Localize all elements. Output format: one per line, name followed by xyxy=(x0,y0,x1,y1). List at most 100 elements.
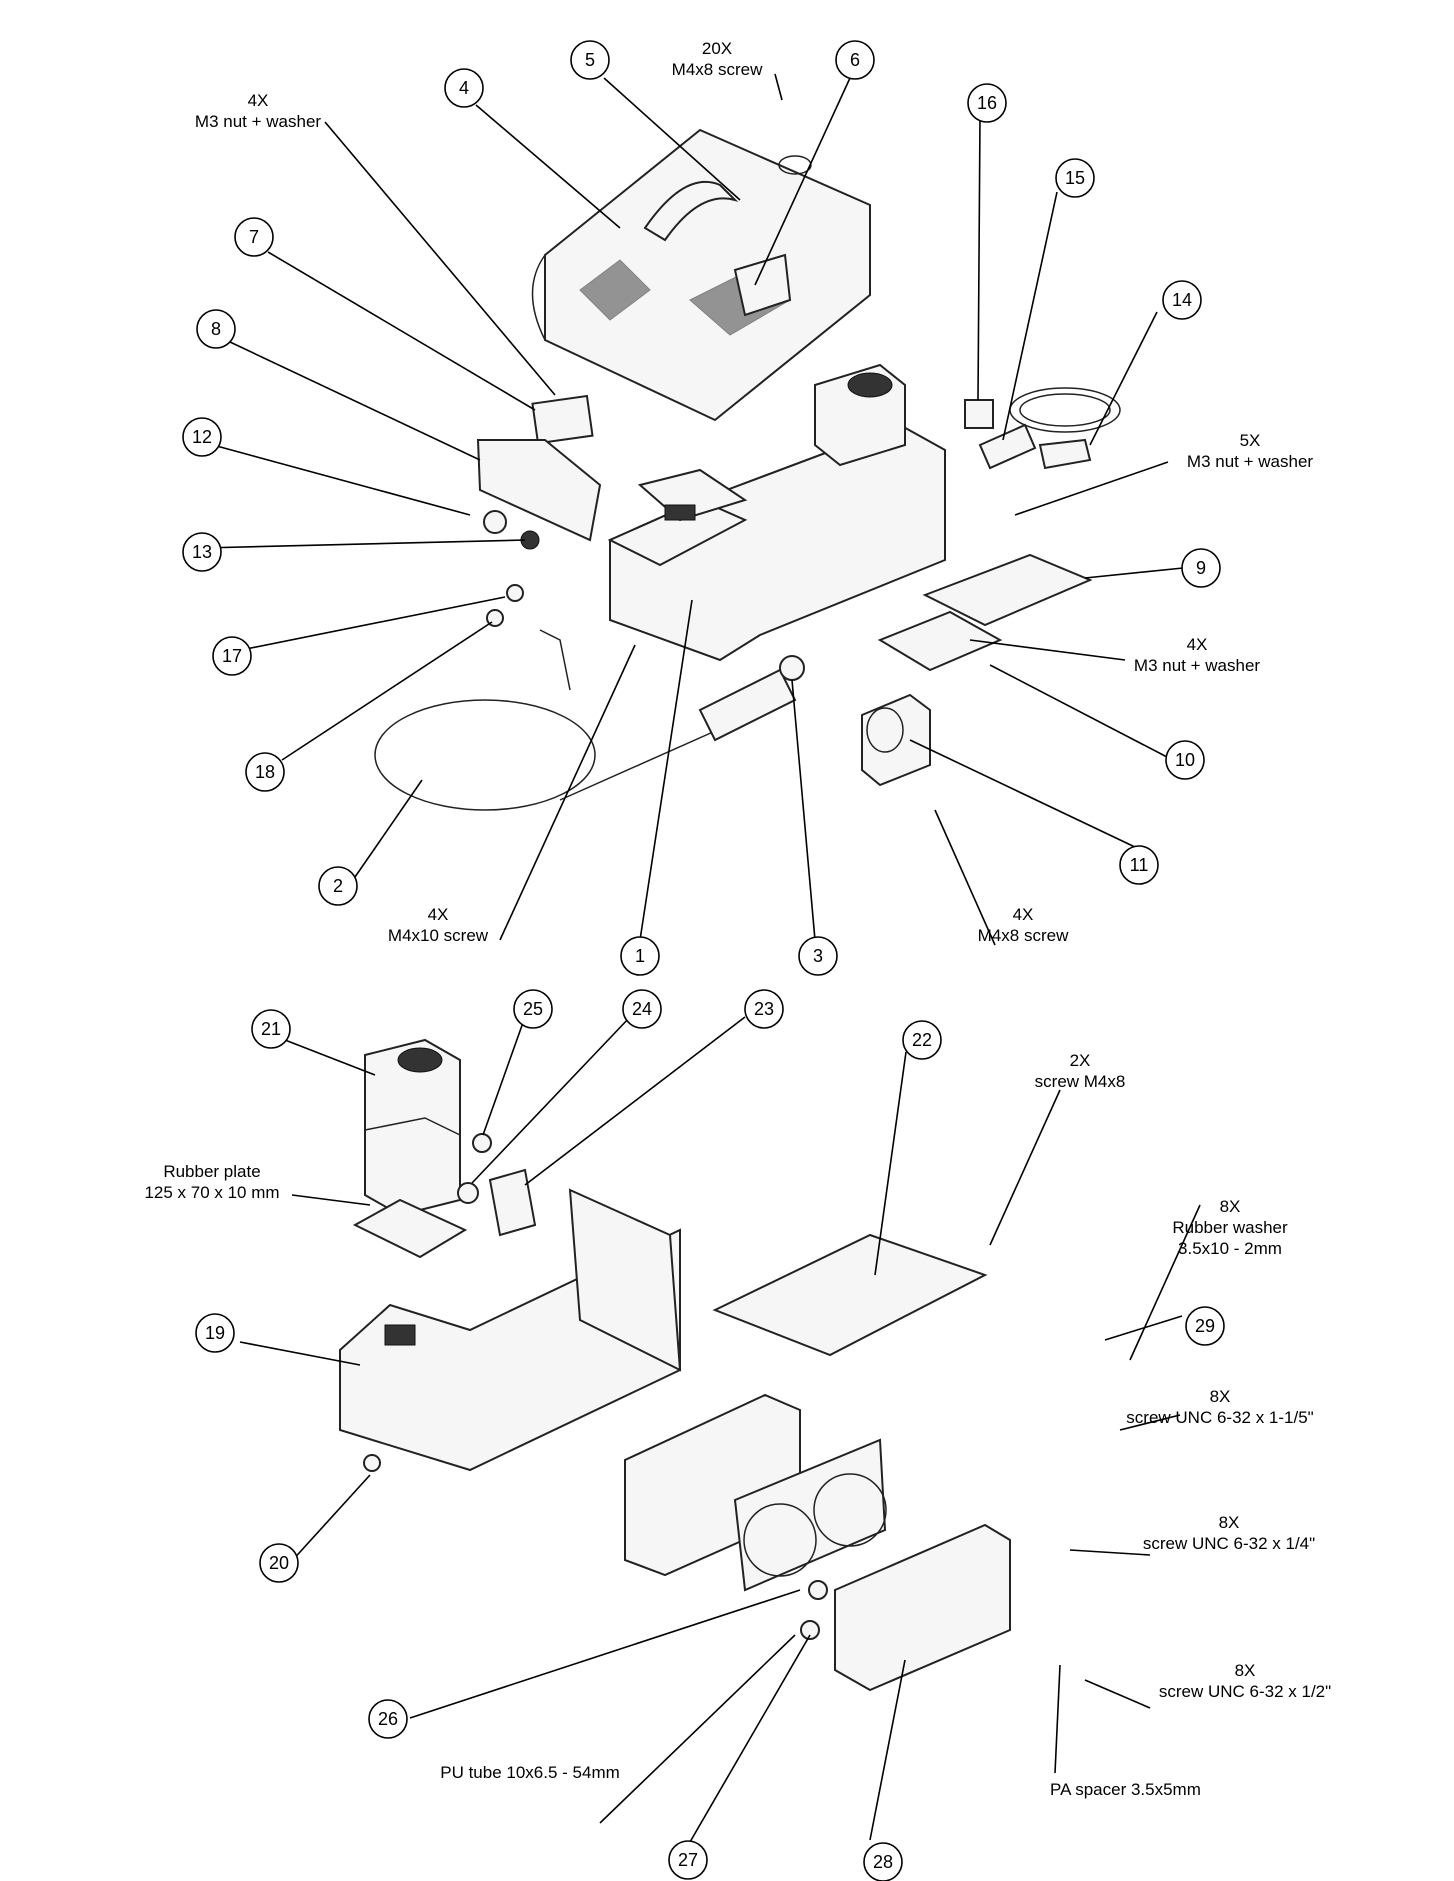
note-8x-1-4-desc: screw UNC 6-32 x 1/4" xyxy=(1143,1534,1315,1553)
balloon-29-label: 29 xyxy=(1195,1316,1215,1336)
note-4x-m3-mid-qty: 4X xyxy=(1187,635,1208,654)
transformer-part xyxy=(861,693,931,787)
balloon-7: 7 xyxy=(234,217,274,257)
note-20x-qty: 20X xyxy=(702,39,732,58)
note-8x-washer-line2: 3.5x10 - 2mm xyxy=(1178,1239,1282,1258)
balloon-28: 28 xyxy=(863,1842,903,1881)
balloon-29: 29 xyxy=(1185,1306,1225,1346)
note-pu-tube: PU tube 10x6.5 - 54mm xyxy=(440,1763,620,1782)
note-8x-1-1-5-desc: screw UNC 6-32 x 1-1/5" xyxy=(1126,1408,1313,1427)
balloon-16: 16 xyxy=(967,83,1007,123)
balloon-16-label: 16 xyxy=(977,93,997,113)
balloon-13-label: 13 xyxy=(192,542,212,562)
note-4x-m3-mid-desc: M3 nut + washer xyxy=(1134,656,1260,675)
balloon-2: 2 xyxy=(318,866,358,906)
balloon-25: 25 xyxy=(513,989,553,1029)
note-4x-m4x8-desc: M4x8 screw xyxy=(978,926,1069,945)
filter-23-part xyxy=(488,1168,537,1237)
balloon-6-label: 6 xyxy=(850,50,860,70)
note-4x-m3-top-qty: 4X xyxy=(248,91,269,110)
balloon-21-label: 21 xyxy=(261,1019,281,1039)
fitting-27-part xyxy=(800,1620,820,1640)
balloon-23: 23 xyxy=(744,989,784,1029)
notes: 20X M4x8 screw 4X M3 nut + washer 5X M3 … xyxy=(144,39,1331,1799)
note-pa-spacer: PA spacer 3.5x5mm xyxy=(1050,1780,1201,1799)
knob-12-part xyxy=(483,510,507,534)
balloon-1: 1 xyxy=(620,936,660,976)
switch-part xyxy=(964,399,994,429)
note-8x-washer-qty: 8X xyxy=(1220,1197,1241,1216)
hose-part xyxy=(374,629,797,811)
leader-lines xyxy=(201,73,1201,1843)
balloon-9-label: 9 xyxy=(1196,558,1206,578)
balloon-14: 14 xyxy=(1162,280,1202,320)
fan-part xyxy=(733,1438,887,1592)
bracket-part xyxy=(733,253,792,317)
balloon-28-label: 28 xyxy=(873,1852,893,1872)
note-5x-qty: 5X xyxy=(1240,431,1261,450)
balloon-10: 10 xyxy=(1165,740,1205,780)
balloon-18: 18 xyxy=(245,752,285,792)
balloon-2-label: 2 xyxy=(333,876,343,896)
balloon-10-label: 10 xyxy=(1175,750,1195,770)
fitting-17-part xyxy=(506,584,524,602)
balloon-22: 22 xyxy=(902,1020,942,1060)
balloon-22-label: 22 xyxy=(912,1030,932,1050)
balloon-11: 11 xyxy=(1119,845,1159,885)
pcb-9-part xyxy=(922,553,1093,627)
balloon-15-label: 15 xyxy=(1065,168,1085,188)
fan-housing-right-part xyxy=(834,1523,1011,1692)
balloon-9: 9 xyxy=(1181,548,1221,588)
balloon-18-label: 18 xyxy=(255,762,275,782)
balloon-4-label: 4 xyxy=(459,78,469,98)
balloon-3: 3 xyxy=(798,936,838,976)
balloon-8: 8 xyxy=(196,309,236,349)
balloon-24-label: 24 xyxy=(632,999,652,1019)
tank-part-top xyxy=(814,363,906,467)
nozzle-part xyxy=(779,655,805,681)
balloon-11-label: 11 xyxy=(1130,855,1149,875)
pcb-10-part xyxy=(877,610,1003,672)
note-4x-m3-top-desc: M3 nut + washer xyxy=(195,112,321,131)
balloon-27: 27 xyxy=(668,1840,708,1880)
balloon-19: 19 xyxy=(195,1313,235,1353)
note-4x-m4x8-qty: 4X xyxy=(1013,905,1034,924)
balloon-20-label: 20 xyxy=(269,1553,289,1573)
note-8x-1-1-5-qty: 8X xyxy=(1210,1387,1231,1406)
note-8x-1-2-qty: 8X xyxy=(1235,1661,1256,1680)
balloon-4: 4 xyxy=(444,68,484,108)
fitting-25-part xyxy=(472,1133,492,1153)
handle-part xyxy=(643,180,739,242)
balloon-24: 24 xyxy=(622,989,662,1029)
balloon-5: 5 xyxy=(570,40,610,80)
balloon-1-label: 1 xyxy=(635,946,645,966)
fitting-26-part xyxy=(808,1580,828,1600)
note-8x-1-4-qty: 8X xyxy=(1219,1513,1240,1532)
fitting-24-part xyxy=(457,1182,479,1204)
balloon-26-label: 26 xyxy=(378,1709,398,1729)
balloon-5-label: 5 xyxy=(585,50,595,70)
balloon-3-label: 3 xyxy=(813,946,823,966)
balloon-19-label: 19 xyxy=(205,1323,225,1343)
note-8x-1-2-desc: screw UNC 6-32 x 1/2" xyxy=(1159,1682,1331,1701)
note-4x-m4x10-qty: 4X xyxy=(428,905,449,924)
connector-part xyxy=(978,423,1037,470)
balloon-25-label: 25 xyxy=(523,999,543,1019)
chassis-part xyxy=(607,423,946,662)
tank-part xyxy=(364,1038,461,1217)
balloon-23-label: 23 xyxy=(754,999,774,1019)
balloon-14-label: 14 xyxy=(1172,290,1192,310)
note-20x-desc: M4x8 screw xyxy=(672,60,763,79)
note-rubber-plate-line1: Rubber plate xyxy=(163,1162,260,1181)
foot-part xyxy=(363,1454,381,1472)
balloon-8-label: 8 xyxy=(211,319,221,339)
note-8x-washer-line1: Rubber washer xyxy=(1172,1218,1288,1237)
balloon-15: 15 xyxy=(1055,158,1095,198)
mounting-plate-part xyxy=(712,1233,988,1357)
pcb-7-part xyxy=(531,394,594,445)
note-rubber-plate-line2: 125 x 70 x 10 mm xyxy=(144,1183,279,1202)
note-4x-m4x10-desc: M4x10 screw xyxy=(388,926,489,945)
balloon-6: 6 xyxy=(835,40,875,80)
note-2x-qty: 2X xyxy=(1070,1051,1091,1070)
